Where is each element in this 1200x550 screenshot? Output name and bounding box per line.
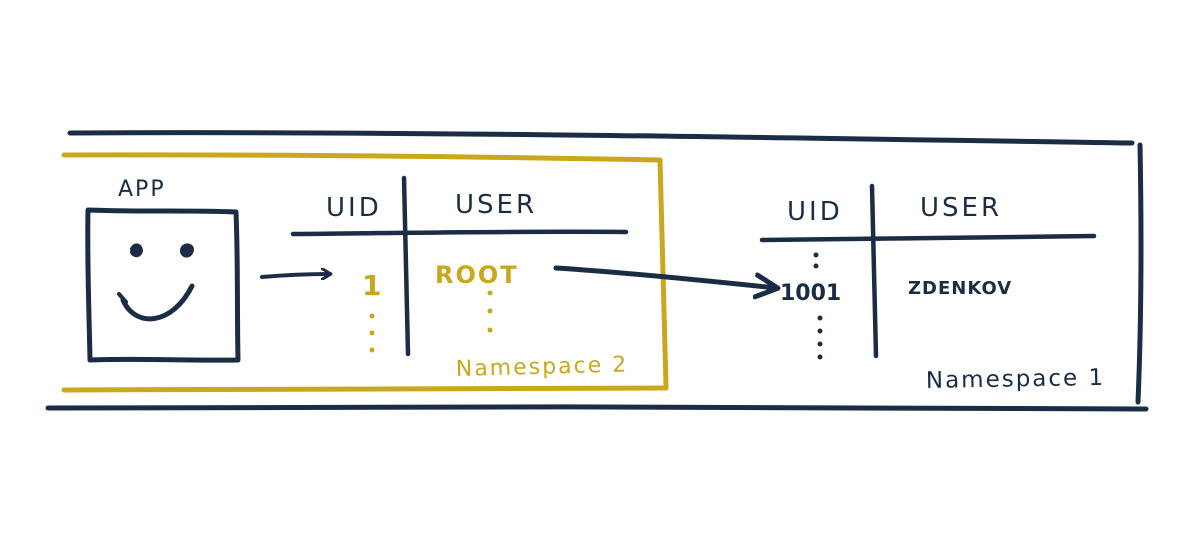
ns1-user-value: ZDENKOV (908, 278, 1012, 299)
ns1-table-column-divider (869, 183, 879, 359)
ns2-uid-header: UID (326, 193, 382, 223)
root-to-uid-mapping-arrow (553, 265, 776, 288)
ns2-user-ellipsis (487, 290, 493, 333)
ns1-table-header-line (759, 233, 1097, 243)
ns1-user-header: USER (920, 193, 1002, 223)
app-label: APP (118, 177, 166, 202)
ns2-table-header-line (290, 229, 629, 237)
ns2-uid-ellipsis (369, 313, 375, 353)
ns1-uid-ellipsis-bottom (817, 315, 823, 360)
namespace2-table: UID USER 1 ROOT (290, 175, 629, 357)
namespace1-label: Namespace 1 (926, 365, 1106, 394)
ns2-uid-value: 1 (362, 269, 381, 302)
namespace1-box (45, 130, 1149, 412)
namespace1-table: UID USER 1001 ZDENKOV (759, 183, 1097, 360)
ns1-uid-header: UID (787, 197, 843, 227)
app-to-uid-arrow (260, 274, 330, 277)
namespace2-label: Namespace 2 (456, 352, 629, 382)
ns2-user-header: USER (455, 190, 537, 220)
app-box (85, 207, 241, 363)
ns2-table-column-divider (401, 175, 411, 357)
smiley-face-icon (117, 243, 195, 322)
ns2-user-value: ROOT (435, 261, 519, 289)
ns1-uid-value: 1001 (780, 281, 841, 306)
ns1-uid-ellipsis-top (813, 252, 819, 269)
